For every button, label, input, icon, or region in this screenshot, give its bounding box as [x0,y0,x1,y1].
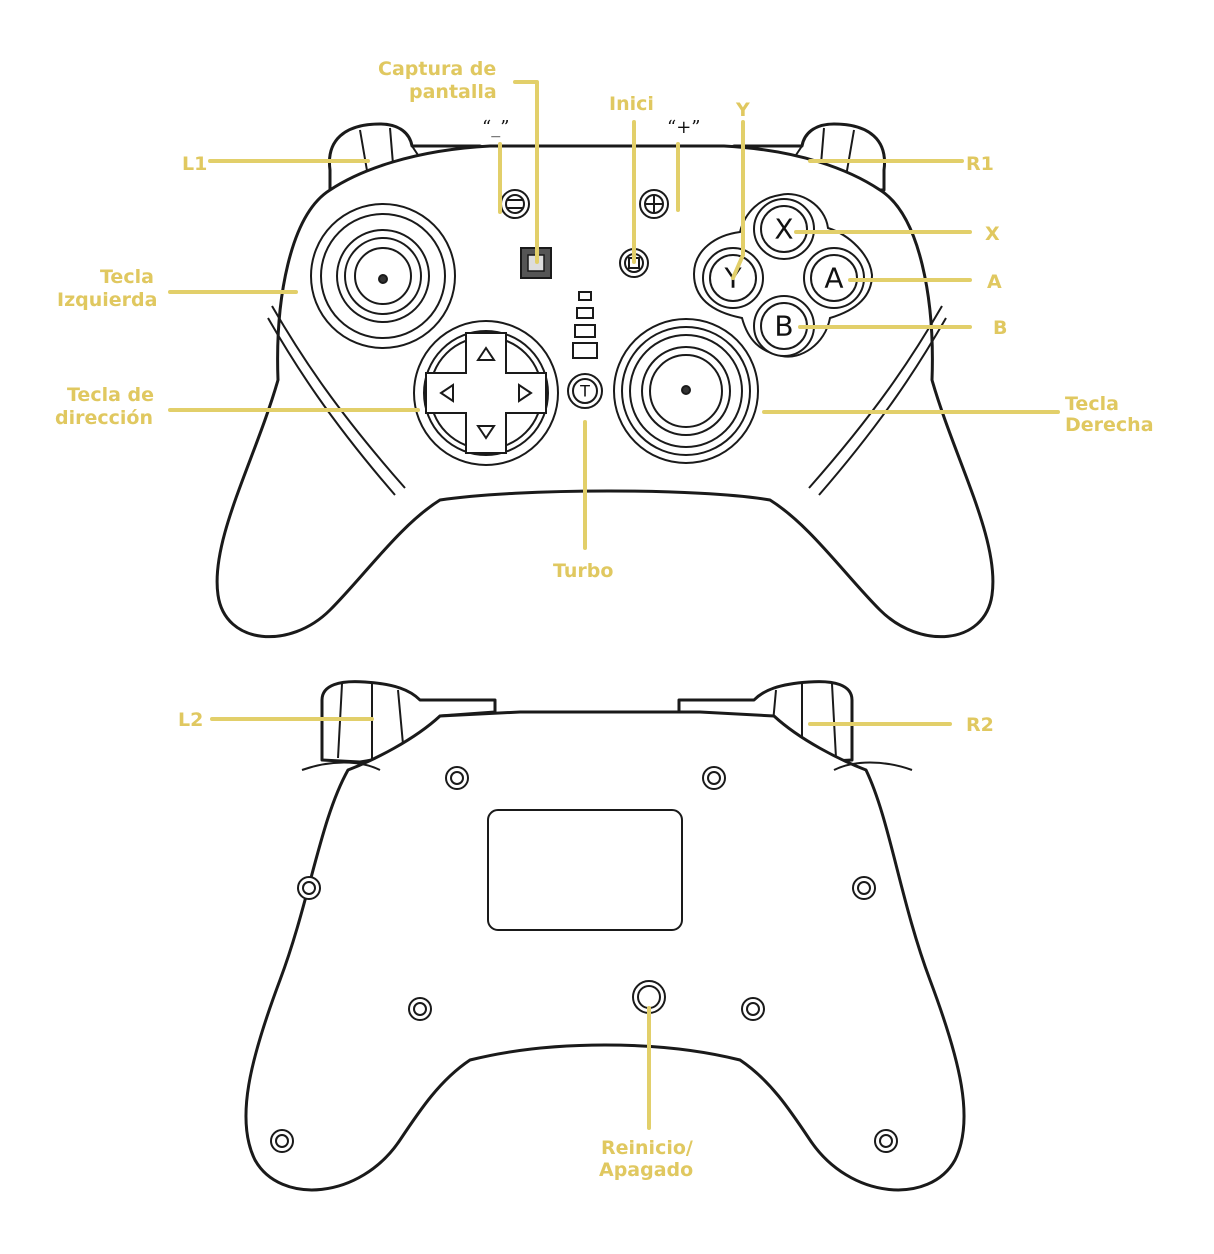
label-tecla-derecha-line1: Tecla [1065,393,1119,415]
label-tecla-izquierda-line2: Izquierda [57,289,157,311]
label-tecla-direccion-line2: dirección [55,407,153,429]
label-y: Y [735,99,750,121]
screw-icon [874,1129,898,1153]
x-button: X [753,198,815,260]
screw-icon [408,997,432,1021]
label-tecla-direccion-line1: Tecla de [67,384,154,406]
screws [270,766,898,1153]
battery-cover [487,809,683,931]
label-reinicio-line2: Apagado [599,1159,693,1181]
plus-mark: “+” [667,117,701,138]
a-button: A [803,247,865,309]
screw-icon [741,997,765,1021]
label-reinicio-line1: Reinicio/ [601,1137,693,1159]
label-inici: Inici [609,93,654,115]
d-pad [413,320,559,466]
label-l2: L2 [178,709,203,731]
left-analog-stick [310,203,456,349]
x-button-glyph: X [774,213,793,246]
minus-button [500,189,530,219]
screw-icon [702,766,726,790]
screw-icon [445,766,469,790]
screw-icon [297,876,321,900]
label-turbo: Turbo [553,560,613,582]
front-view: T X Y [215,117,995,639]
label-b: B [993,317,1007,339]
label-r1: R1 [966,153,994,175]
label-captura-line2: pantalla [409,81,497,103]
screw-icon [852,876,876,900]
led-indicators [572,291,598,359]
back-body [244,710,966,1192]
label-captura-line1: Captura de [378,58,496,80]
label-r2: R2 [966,714,994,736]
b-button-glyph: B [774,310,793,343]
screw-icon [270,1129,294,1153]
label-a: A [987,271,1002,293]
label-x: X [985,223,1000,245]
label-l1: L1 [182,153,207,175]
turbo-button-glyph: T [579,382,590,401]
b-button: B [753,295,815,357]
plus-button [639,189,669,219]
labels: Captura de pantalla Inici Y L1 R1 X A B … [55,58,1154,1181]
turbo-button: T [567,373,603,409]
label-tecla-derecha-line2: Derecha [1065,414,1154,436]
back-view [244,680,966,1192]
leader-lines [168,80,1060,1130]
a-button-glyph: A [824,262,843,295]
face-buttons: X Y A B [692,193,874,358]
right-analog-stick [613,318,759,464]
label-tecla-izquierda-line1: Tecla [100,266,154,288]
minus-mark: “_” [482,117,509,138]
